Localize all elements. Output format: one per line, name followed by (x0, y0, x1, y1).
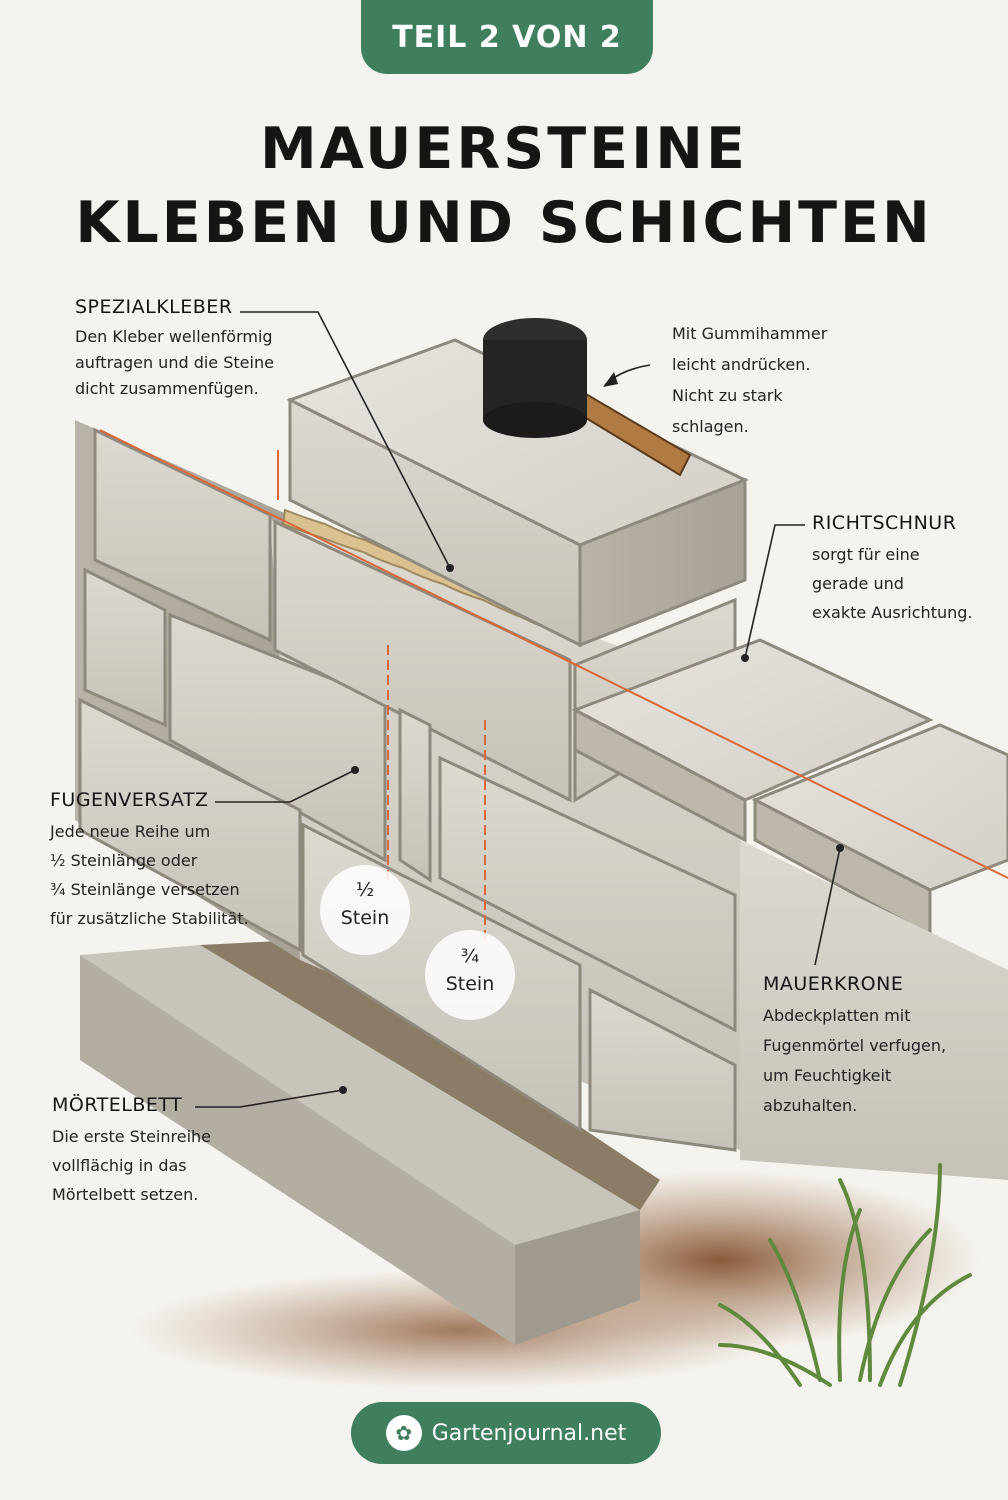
richtschnur-line-2: gerade und (812, 574, 904, 593)
richtschnur-line-3: exakte Ausrichtung. (812, 603, 973, 622)
foundation-top (80, 945, 640, 1245)
foundation-front (80, 955, 515, 1345)
page-title: MAUERSTEINE KLEBEN UND SCHICHTEN (0, 112, 1008, 260)
wall-right-face (740, 840, 1008, 1180)
dot-moertelbett (339, 1086, 347, 1094)
leader-spezialkleber (240, 311, 451, 569)
half-label-glow (320, 865, 410, 955)
richtschnur-heading: RICHTSCHNUR (812, 512, 957, 534)
leader-mauerkrone (814, 847, 841, 966)
moertelbett-line-2: vollflächig in das (52, 1156, 187, 1175)
brick-l2 (83, 567, 167, 728)
top-brick-side (578, 477, 747, 648)
brand-badge[interactable]: ✿ Gartenjournal.net (351, 1402, 661, 1464)
fugenversatz-line-3: ¾ Steinlänge versetzen (50, 880, 240, 899)
mauerkrone-heading: MAUERKRONE (763, 973, 904, 995)
three-quarter-stone-fraction: ¾ (460, 945, 480, 967)
part-badge: TEIL 2 VON 2 (361, 0, 653, 74)
half-stone-fraction: ½ (355, 879, 375, 901)
annotation-gummihammer: Mit Gummihammer leicht andrücken. Nicht … (672, 318, 862, 442)
spezialkleber-line-3: dicht zusammenfügen. (75, 379, 259, 398)
gummihammer-line-3: Nicht zu stark (672, 386, 783, 405)
fugenversatz-line-1: Jede neue Reihe um (50, 822, 211, 841)
leader-moertelbett (195, 1089, 344, 1108)
mauerkrone-line-2: Fugenmörtel verfugen, (763, 1036, 947, 1055)
moertelbett-line-3: Mörtelbett setzen. (52, 1185, 199, 1204)
brick-l4 (78, 697, 302, 953)
dot-mauerkrone (836, 844, 844, 852)
three-quarter-stone-label: ¾ Stein (430, 942, 510, 998)
dot-spezialkleber (446, 564, 454, 572)
mortar-bed (200, 940, 660, 1210)
bricks-left (78, 427, 387, 953)
grass (718, 1163, 972, 1387)
fugenversatz-heading: FUGENVERSATZ (50, 789, 209, 811)
leader-richtschnur (744, 524, 805, 659)
spezialkleber-line-1: Den Kleber wellenförmig (75, 327, 273, 346)
mauerkrone-line-3: um Feuchtigkeit (763, 1066, 892, 1085)
spezialkleber-heading: SPEZIALKLEBER (75, 296, 233, 318)
coping-front-1 (573, 707, 747, 843)
annotation-richtschnur: RICHTSCHNUR sorgt für eine gerade und ex… (812, 512, 1002, 627)
foundation-side (515, 1210, 640, 1345)
annotation-fugenversatz: FUGENVERSATZ Jede neue Reihe um ½ Steinl… (50, 789, 290, 933)
moertelbett-heading: MÖRTELBETT (52, 1094, 183, 1116)
gummihammer-line-4: schlagen. (672, 417, 749, 436)
gummihammer-line-1: Mit Gummihammer (672, 324, 828, 343)
spezialkleber-line-2: auftragen und die Steine (75, 353, 274, 372)
string-line (99, 429, 1008, 879)
annotation-moertelbett: MÖRTELBETT Die erste Steinreihe vollfläc… (52, 1094, 252, 1209)
annotation-mauerkrone: MAUERKRONE Abdeckplatten mit Fugenmörtel… (763, 973, 988, 1121)
gummihammer-line-2: leicht andrücken. (672, 355, 811, 374)
richtschnur-line-1: sorgt für eine (812, 545, 920, 564)
half-stone-word: Stein (340, 907, 390, 929)
leader-fugenversatz (215, 769, 356, 803)
fugenversatz-line-2: ½ Steinlänge oder (50, 851, 198, 870)
brick-f3 (438, 755, 737, 1033)
half-stone-label: ½ Stein (325, 876, 405, 932)
dot-fugenversatz (351, 766, 359, 774)
title-line-2: KLEBEN UND SCHICHTEN (75, 190, 933, 256)
annotation-spezialkleber: SPEZIALKLEBER Den Kleber wellenförmig au… (75, 296, 315, 402)
brick-l1 (93, 427, 272, 643)
mauerkrone-line-1: Abdeckplatten mit (763, 1006, 911, 1025)
fugenversatz-line-4: für zusätzliche Stabilität. (50, 909, 249, 928)
three-quarter-stone-word: Stein (445, 973, 495, 995)
brick-l3 (168, 612, 387, 863)
rubber-mallet (483, 318, 692, 477)
brand-name: Gartenjournal.net (431, 1420, 627, 1446)
three-quarter-label-glow (425, 930, 515, 1020)
arrowhead-gummihammer (603, 372, 618, 387)
title-line-1: MAUERSTEINE (260, 116, 748, 182)
dot-richtschnur (741, 654, 749, 662)
leaf-icon: ✿ (385, 1415, 422, 1451)
brick-f5 (588, 987, 737, 1152)
moertelbett-line-1: Die erste Steinreihe (52, 1127, 212, 1146)
mauerkrone-line-4: abzuhalten. (763, 1096, 858, 1115)
brick-f2 (398, 707, 432, 883)
mallet-head-bottom (483, 402, 587, 438)
